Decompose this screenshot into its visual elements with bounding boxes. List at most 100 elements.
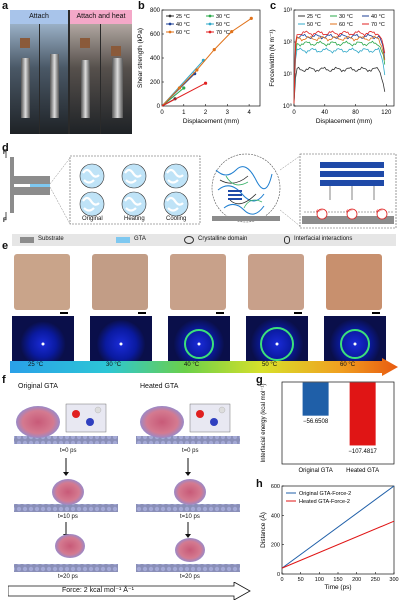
legend-gta: GTA <box>134 236 146 242</box>
sample-square <box>20 38 30 48</box>
sample-photo-50 <box>248 254 304 310</box>
x-tick-label: 120 <box>381 110 392 116</box>
force-label: Force: 2 kcal mol⁻¹ Å⁻¹ <box>62 587 134 594</box>
legend-marker <box>208 30 212 34</box>
scale-bar <box>60 312 68 314</box>
x-tick-label: 1 <box>182 110 186 116</box>
polymer-chain <box>166 196 184 212</box>
sample-square <box>111 46 121 56</box>
time-label-orig-0: t=0 ps <box>60 448 77 454</box>
series-line <box>293 35 386 104</box>
state-heating: Heating <box>124 216 145 222</box>
legend-label: Heated GTA-Force-2 <box>299 499 350 505</box>
sample-photo-25 <box>14 254 70 310</box>
x-tick-label: 0 <box>280 577 283 583</box>
y-tick-label: 200 <box>150 80 161 86</box>
time-label-heated-10: t=10 ps <box>180 514 200 520</box>
force-arrow <box>8 582 251 600</box>
legend-label: 70 °C <box>216 30 230 36</box>
x-axis-label: Displacement (mm) <box>316 118 372 125</box>
time-label-heated-0: t=0 ps <box>182 448 199 454</box>
legend-substrate-swatch <box>20 237 34 243</box>
legend-marker <box>208 22 212 26</box>
x-category-label: Original GTA <box>298 468 332 474</box>
polymer-chain <box>124 168 142 184</box>
legend-label: 60 °C <box>339 22 353 28</box>
data-point <box>203 81 208 85</box>
series-line <box>293 30 386 104</box>
y-tick-label: 0 <box>277 572 280 578</box>
panel-label-h: h <box>256 478 263 490</box>
legend-substrate: Substrate <box>38 236 64 242</box>
series-line <box>281 485 395 569</box>
legend-interaction: Interfacial interactions <box>294 236 353 242</box>
al-ion: Al³⁺ <box>376 208 383 213</box>
x-category-label: Heated GTA <box>346 468 379 474</box>
y-tick-label: 600 <box>271 484 280 490</box>
temp-label-40: 40 °C <box>184 362 200 368</box>
force-label-top: F <box>3 150 7 156</box>
legend-gta-swatch <box>116 237 130 243</box>
scale-bar <box>294 312 302 314</box>
series-line <box>293 47 386 104</box>
panel-label-g: g <box>256 374 263 386</box>
data-point <box>230 30 234 34</box>
heated-gta-title: Heated GTA <box>140 383 179 390</box>
sample-photo-30 <box>92 254 148 310</box>
panel-label-f: f <box>2 374 6 386</box>
gta-state-circle <box>79 191 105 217</box>
data-point <box>182 86 186 90</box>
time-label-orig-10: t=10 ps <box>58 514 78 520</box>
legend-interaction-swatch <box>284 236 290 244</box>
bar-value-label: −107.4817 <box>348 449 377 455</box>
y-tick-label: 10³ <box>283 8 292 14</box>
temperature-gradient-arrow <box>10 358 398 376</box>
x-axis-label: Displacement (mm) <box>183 118 239 125</box>
polymer-chain <box>124 196 142 212</box>
force-label-bottom: F <box>3 218 7 224</box>
panel-a-photos: Attach Attach and heat <box>10 10 132 134</box>
polymer-chain <box>82 168 100 184</box>
x-tick-label: 100 <box>315 577 324 583</box>
plot-frame <box>281 381 395 465</box>
panel-d-legend: Substrate GTA Crystalline domain Interfa… <box>12 234 396 246</box>
legend-marker <box>168 22 172 26</box>
legend-marker <box>168 30 172 34</box>
panel-f-snapshots <box>14 403 240 572</box>
original-gta-title: Original GTA <box>18 383 58 390</box>
legend-label: 25 °C <box>176 14 190 20</box>
sample-square <box>80 38 90 48</box>
gta-state-circle <box>121 163 147 189</box>
polymer-chain <box>166 168 184 184</box>
y-tick-label: 400 <box>271 513 280 519</box>
series-line <box>281 520 395 569</box>
panel-label-d: d <box>2 142 9 154</box>
legend-label: 30 °C <box>339 14 353 20</box>
attach-heat-banner: Attach and heat <box>70 10 132 24</box>
data-point <box>177 86 182 90</box>
scale-bar <box>138 312 146 314</box>
legend-crystal: Crystalline domain <box>198 236 248 242</box>
x-tick-label: 80 <box>352 110 359 116</box>
x-tick-label: 4 <box>247 110 251 116</box>
data-point <box>212 48 216 52</box>
attach-banner: Attach <box>10 10 68 24</box>
y-tick-label: 10⁰ <box>283 103 293 110</box>
y-tick-label: 400 <box>150 56 161 62</box>
y-tick-label: 800 <box>150 8 161 14</box>
legend-label: 40 °C <box>176 22 190 28</box>
gta-state-circle <box>163 163 189 189</box>
x-tick-label: 40 <box>321 110 328 116</box>
al-ion: Al³⁺ <box>346 208 353 213</box>
y-tick-label: 0 <box>157 104 161 110</box>
panel-label-a: a <box>2 0 9 12</box>
legend-label: 30 °C <box>216 14 230 20</box>
rod <box>81 60 90 118</box>
x-tick-label: 50 <box>298 577 304 583</box>
y-tick-label: 600 <box>150 32 161 38</box>
legend-label: 60 °C <box>176 30 190 36</box>
gta-state-circle <box>163 191 189 217</box>
polymer-chain <box>82 196 100 212</box>
y-tick-label: 10² <box>283 40 292 46</box>
